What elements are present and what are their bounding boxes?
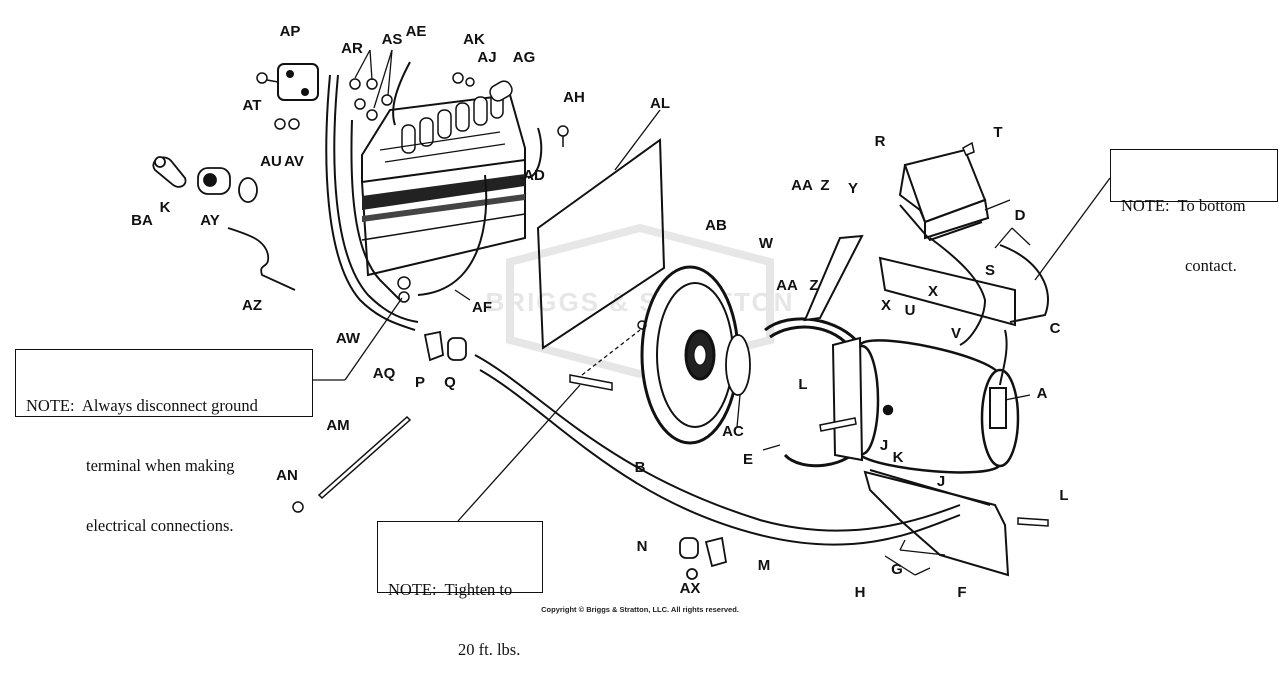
part-label-g: G	[891, 561, 903, 578]
part-label-an: AN	[276, 467, 298, 484]
part-label-aa2: AA	[776, 277, 798, 294]
part-label-n: N	[637, 538, 648, 555]
cable-clamps	[423, 330, 728, 580]
part-label-h: H	[855, 584, 866, 601]
leader-lines	[313, 49, 1111, 576]
part-label-j2: J	[937, 473, 945, 490]
part-label-ap: AP	[280, 23, 301, 40]
part-label-aw: AW	[336, 330, 361, 347]
note-line: electrical connections.	[86, 516, 234, 535]
note-tighten-torque: NOTE: Tighten to 20 ft. lbs.	[377, 521, 543, 659]
part-label-as: AS	[382, 31, 403, 48]
pulley	[637, 265, 751, 445]
battery	[361, 91, 526, 277]
part-label-t: T	[993, 124, 1002, 141]
note-line: contact.	[1185, 256, 1237, 275]
part-label-a: A	[1037, 385, 1048, 402]
part-label-v: V	[951, 325, 961, 342]
part-label-ae: AE	[406, 23, 427, 40]
part-label-ag: AG	[513, 49, 536, 66]
part-label-y: Y	[848, 180, 858, 197]
note-line: 20 ft. lbs.	[458, 640, 521, 659]
part-label-al: AL	[650, 95, 670, 112]
note-line: terminal when making	[86, 456, 235, 475]
note-bottom-contact: NOTE: To bottom contact.	[1110, 149, 1278, 275]
copyright-notice: Copyright © Briggs & Stratton, LLC. All …	[541, 605, 739, 614]
exploded-parts-diagram: BRIGGS & STRATTON	[131, 23, 1111, 601]
watermark: BRIGGS & STRATTON	[486, 223, 795, 379]
part-label-au: AU	[260, 153, 282, 170]
battery-cables	[325, 61, 543, 331]
part-label-q: Q	[444, 374, 456, 391]
part-label-av: AV	[284, 153, 304, 170]
part-label-ah: AH	[563, 89, 585, 106]
watermark-text: BRIGGS & STRATTON	[486, 287, 795, 317]
wiring	[474, 237, 1049, 546]
part-label-ar: AR	[341, 40, 363, 57]
part-label-ab: AB	[705, 217, 727, 234]
note-line: NOTE: Always disconnect ground	[26, 396, 258, 415]
shield-plate	[536, 138, 666, 350]
part-label-ak: AK	[463, 31, 485, 48]
part-label-d: D	[1015, 207, 1026, 224]
part-label-az: AZ	[242, 297, 262, 314]
part-label-x2: X	[928, 283, 938, 300]
ignition-switch	[152, 156, 296, 291]
starter-generator	[831, 336, 1020, 474]
part-label-m: M	[758, 557, 771, 574]
voltage-regulator	[898, 148, 990, 242]
part-label-b: B	[635, 459, 646, 476]
part-label-k1: K	[160, 199, 171, 216]
part-label-z1: Z	[820, 177, 829, 194]
note-line: NOTE: Tighten to	[388, 580, 513, 599]
part-label-at: AT	[243, 97, 262, 114]
part-label-ay: AY	[200, 212, 219, 229]
part-label-e: E	[743, 451, 753, 468]
part-label-p: P	[415, 374, 425, 391]
part-label-s: S	[985, 262, 995, 279]
part-label-l1: L	[798, 376, 807, 393]
brace-and-link	[803, 234, 1016, 327]
part-label-x1: X	[881, 297, 891, 314]
part-label-af: AF	[472, 299, 492, 316]
part-label-w: W	[759, 235, 774, 252]
part-label-u: U	[905, 302, 916, 319]
note-ground-disconnect: NOTE: Always disconnect ground terminal …	[15, 349, 313, 535]
part-label-r: R	[875, 133, 886, 150]
part-label-f: F	[957, 584, 966, 601]
bolts	[292, 141, 1049, 527]
part-label-aa1: AA	[791, 177, 813, 194]
part-label-j1: J	[880, 437, 888, 454]
part-label-c: C	[1050, 320, 1061, 337]
part-label-ax: AX	[680, 580, 701, 597]
part-label-ba: BA	[131, 212, 153, 229]
starter-solenoid	[256, 63, 319, 101]
part-label-l2: L	[1059, 487, 1068, 504]
part-label-ac: AC	[722, 423, 744, 440]
part-label-z2: Z	[809, 277, 818, 294]
part-label-k2: K	[893, 449, 904, 466]
part-label-ad: AD	[523, 167, 545, 184]
part-label-aq: AQ	[373, 365, 396, 382]
note-line: NOTE: To bottom	[1121, 196, 1246, 215]
part-label-am: AM	[326, 417, 349, 434]
part-label-aj: AJ	[477, 49, 496, 66]
